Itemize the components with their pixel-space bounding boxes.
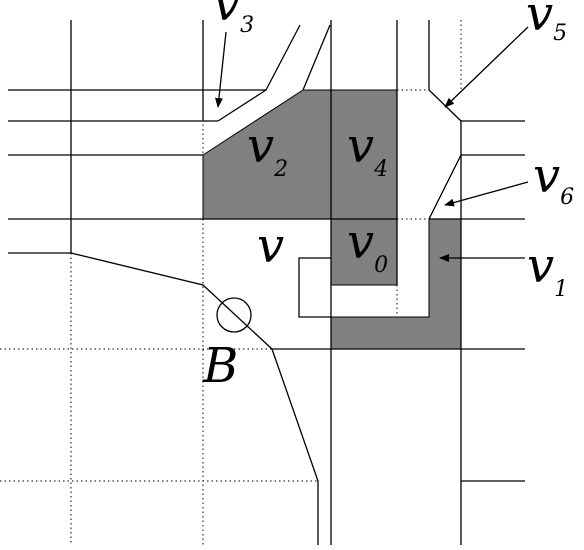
label-v0: v0 bbox=[347, 214, 388, 278]
label-v1: v1 bbox=[527, 238, 568, 302]
label-v2: v2 bbox=[247, 118, 288, 182]
label-v4: v4 bbox=[347, 118, 388, 182]
label-arrows bbox=[214, 26, 529, 262]
label-v5: v5 bbox=[526, 0, 567, 46]
label-v3: v3 bbox=[213, 0, 254, 38]
label-v6: v6 bbox=[533, 148, 574, 210]
solid-grid bbox=[8, 20, 525, 545]
label-v: v bbox=[257, 218, 284, 274]
shaded-cells bbox=[202, 89, 462, 350]
label-b: B bbox=[202, 338, 238, 394]
arrow-v5 bbox=[444, 26, 529, 108]
labels: v2 v4 v0 v v3 v5 v6 v1 B bbox=[202, 0, 574, 394]
arrow-v3 bbox=[214, 31, 227, 108]
point-b-circle bbox=[216, 297, 252, 333]
arrow-v6 bbox=[444, 181, 529, 207]
